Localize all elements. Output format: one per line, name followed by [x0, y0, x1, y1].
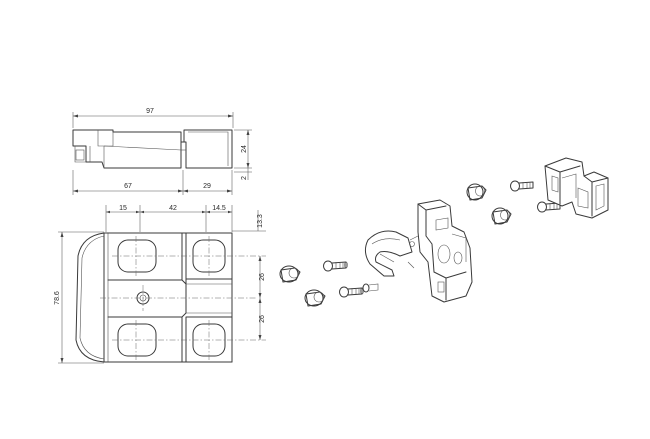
dim-overall-height: 78.6 — [54, 291, 61, 305]
dim-height-side: 24 — [241, 145, 248, 153]
dim-spacing-right: 14.5 — [212, 205, 226, 212]
screw-upper-right — [510, 180, 534, 192]
exploded-view — [279, 157, 609, 307]
dim-pitch-upper: 26 — [259, 273, 266, 281]
cap-upper-left — [279, 265, 301, 283]
dim-overall-length: 97 — [146, 108, 154, 115]
dim-edge-offset: 13.3 — [257, 214, 264, 228]
dim-spacing-mid: 42 — [169, 205, 177, 212]
front-view: 15 42 14.5 13.3 78.6 — [54, 205, 266, 364]
screw-lower-right — [537, 201, 561, 213]
dim-right-length: 29 — [203, 183, 211, 190]
cap-upper-right — [466, 183, 487, 201]
screw-upper-left — [323, 260, 348, 272]
dim-offset-small: 2 — [241, 176, 248, 180]
dim-left-length: 67 — [124, 183, 132, 190]
dim-pitch-lower: 26 — [259, 315, 266, 323]
cap-lower-right — [491, 207, 512, 225]
cap-lower-left — [304, 289, 326, 307]
side-view: 97 67 29 24 2 — [72, 108, 252, 195]
dim-spacing-left: 15 — [119, 205, 127, 212]
screw-lower-left — [339, 283, 379, 298]
latch-body — [364, 199, 473, 303]
strike-catch — [544, 157, 609, 219]
